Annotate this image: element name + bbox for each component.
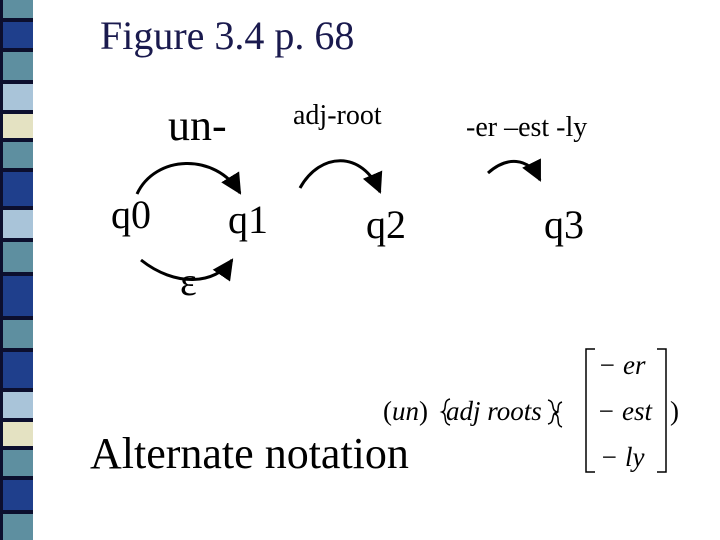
matrix-bracket-right bbox=[657, 348, 667, 473]
formula-ly: − ly bbox=[600, 442, 645, 472]
state-q0: q0 bbox=[111, 192, 151, 237]
decorative-sidebar-stripe bbox=[0, 0, 64, 540]
arrow-q1-q2-root bbox=[298, 159, 383, 194]
arrow-q0-q1-prefix bbox=[135, 162, 242, 195]
prefix-transition-label: un- bbox=[168, 101, 227, 150]
brace-left-2 bbox=[552, 401, 563, 428]
suffix-transition-label: -er –est -ly bbox=[466, 112, 588, 143]
formula-est: − est bbox=[597, 396, 652, 426]
brace-right-1 bbox=[547, 399, 560, 425]
arrow-q0-q1-epsilon bbox=[140, 258, 234, 282]
formula-close-paren: ) bbox=[670, 396, 679, 426]
state-q2: q2 bbox=[366, 202, 406, 247]
formula-un: un bbox=[392, 396, 419, 426]
state-q3: q3 bbox=[544, 202, 584, 247]
formula-er: − er bbox=[598, 350, 646, 380]
paren-close: ) bbox=[419, 396, 428, 426]
state-q1: q1 bbox=[228, 197, 268, 242]
arrow-q2-q3-suffix bbox=[487, 158, 542, 182]
brace-left-1 bbox=[439, 398, 451, 426]
root-transition-label: adj-root bbox=[293, 100, 382, 131]
slide-title: Figure 3.4 p. 68 bbox=[100, 13, 355, 58]
formula-adj-roots: adj roots bbox=[446, 396, 542, 426]
matrix-bracket-left bbox=[585, 348, 595, 473]
paren-open: ( bbox=[383, 396, 392, 426]
epsilon-transition-label: ε bbox=[180, 259, 197, 304]
alternate-notation-label: Alternate notation bbox=[90, 429, 409, 478]
